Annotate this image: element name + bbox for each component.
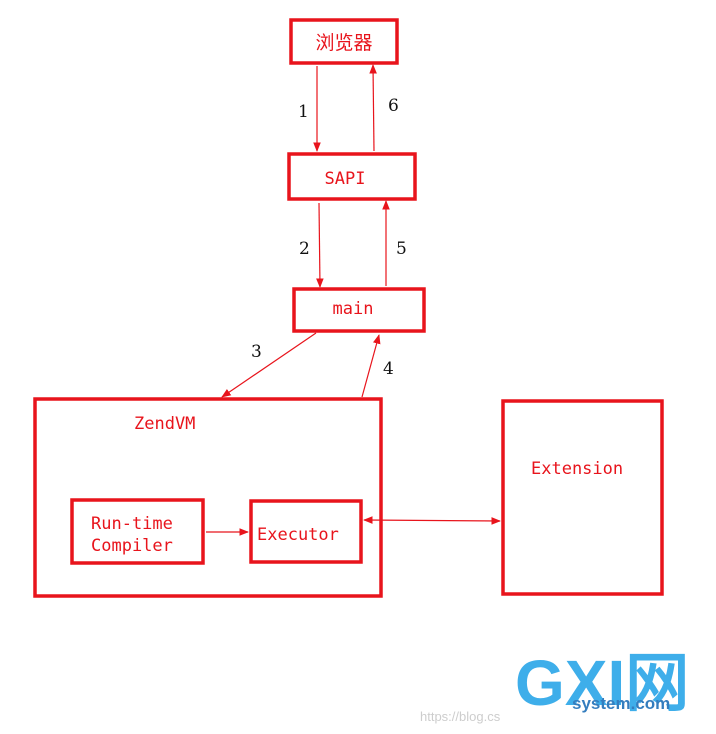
main-box	[292, 287, 426, 333]
watermark-domain: system.com	[572, 694, 670, 713]
watermark: GXI网 system.com https://blog.cs	[420, 647, 689, 724]
main-label: main	[333, 299, 374, 319]
step-label-6: 6	[388, 96, 399, 116]
compiler-box	[70, 498, 205, 565]
extension-box	[501, 399, 664, 596]
step-label-4: 4	[383, 359, 394, 379]
step-label-3: 3	[251, 342, 262, 362]
executor-box	[249, 499, 363, 564]
step-label-1: 1	[298, 102, 309, 122]
edge-executor-extension	[363, 516, 501, 525]
edge-zendvm-to-main	[361, 334, 381, 398]
browser-box	[289, 18, 399, 65]
sapi-label: SAPI	[325, 169, 366, 189]
watermark-logo: GXI网	[515, 647, 689, 719]
extension-label: Extension	[531, 459, 623, 479]
edge-sapi-to-browser	[369, 64, 377, 152]
zendvm-box	[33, 397, 383, 598]
compiler-label-line1: Run-time	[91, 514, 173, 534]
edge-main-to-zendvm	[221, 332, 317, 398]
sapi-box	[287, 152, 417, 201]
step-label-5: 5	[396, 239, 407, 259]
watermark-url: https://blog.cs	[420, 709, 501, 724]
edge-sapi-to-main	[316, 202, 324, 288]
compiler-label-line2: Compiler	[91, 536, 173, 556]
executor-label: Executor	[257, 525, 339, 545]
browser-label: 浏览器	[315, 32, 372, 54]
step-label-2: 2	[299, 239, 310, 259]
zendvm-label: ZendVM	[134, 414, 195, 434]
